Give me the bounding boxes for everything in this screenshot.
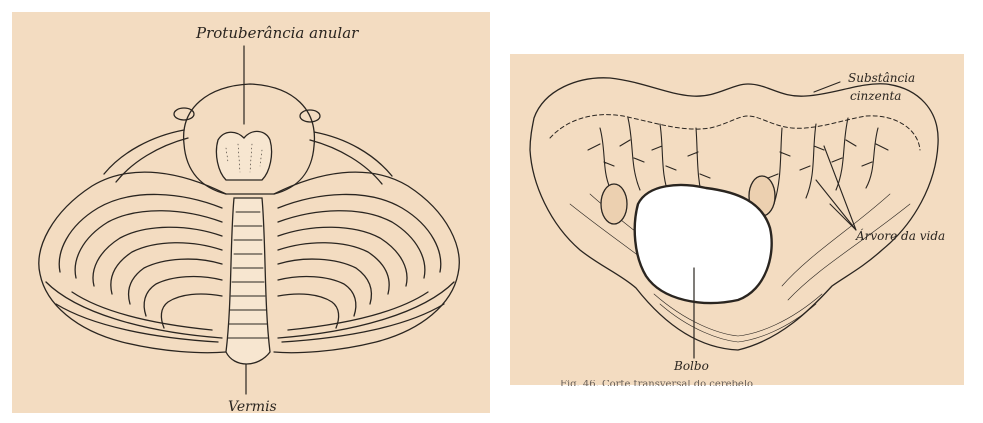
tree-leader-line-2 <box>816 180 856 230</box>
caption-fragment: Fig. 46. Corte transversal do cerebelo <box>560 380 920 386</box>
medulla-label: Bolbo <box>674 360 709 372</box>
gray-matter-label-line2: cinzenta <box>850 90 901 102</box>
left-hemisphere-outline <box>39 172 226 353</box>
left-nucleus <box>601 184 627 224</box>
gray-matter-inner-boundary <box>550 115 920 150</box>
vermis-outline <box>226 198 270 364</box>
cerebellum-section-figure: Substância cinzenta Árvore da vida Bolbo… <box>510 54 964 385</box>
vermis-label: Vermis <box>228 400 277 414</box>
tree-of-life-label: Árvore da vida <box>856 230 945 242</box>
tree-leader-line-3 <box>830 204 856 230</box>
right-hemisphere-outline <box>274 172 459 353</box>
medulla-cavity <box>635 185 772 303</box>
pons-label: Protuberância anular <box>196 26 358 41</box>
pons-cavity <box>216 131 271 180</box>
cerebellum-inferior-view-figure: Protuberância anular Vermis <box>12 12 490 413</box>
arbor-vitae <box>588 118 888 204</box>
cerebellum-section-drawing <box>510 54 964 385</box>
gray-matter-label-line1: Substância <box>848 72 915 84</box>
cerebellum-inferior-view-drawing <box>12 12 490 413</box>
